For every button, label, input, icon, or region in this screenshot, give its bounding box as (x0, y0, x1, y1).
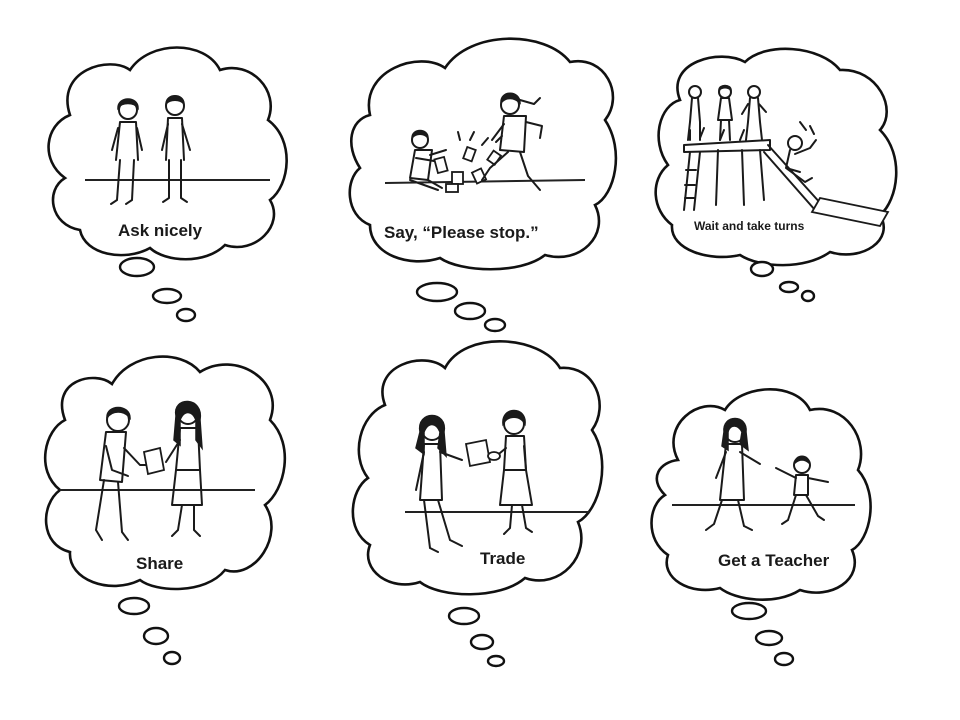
bubble-caption: Say, “Please stop.” (384, 223, 539, 242)
thought-tail-circle (151, 287, 183, 305)
thought-tail-circle (447, 606, 481, 626)
kneeling-child-figure (409, 129, 447, 191)
cloud-shape (650, 388, 872, 601)
child-figure (415, 414, 463, 553)
playground-structure (683, 127, 890, 228)
thought-bubble-get-teacher: Get a Teacher (650, 388, 872, 667)
thought-tail-circle (730, 601, 768, 621)
child-figure (95, 406, 149, 541)
thought-tail-circle (118, 256, 156, 278)
cloud-shape (47, 46, 288, 261)
thought-tail-circle (754, 629, 784, 647)
bubble-caption: Ask nicely (118, 221, 203, 240)
thought-tail-circle (486, 654, 506, 668)
thought-bubble-wait-turns: Wait and take turns (654, 47, 898, 303)
bubble-caption: Trade (480, 549, 525, 568)
cloud-shape (351, 340, 604, 596)
child-figure (110, 98, 143, 205)
thought-tail-circle (117, 596, 151, 616)
thought-bubble-share: Share (43, 355, 287, 666)
falling-blocks (433, 131, 503, 193)
toy (487, 451, 501, 461)
cloud-shape (348, 37, 618, 271)
teacher-figure (705, 417, 761, 531)
child-figure (165, 400, 203, 537)
child-figure (687, 85, 702, 141)
child-figure (717, 84, 733, 141)
kicking-child-figure (481, 92, 543, 191)
book (464, 438, 492, 468)
thought-tail-circle (175, 307, 197, 323)
thought-tail-circle (162, 650, 182, 666)
thought-tail-circle (778, 280, 800, 294)
book (142, 446, 166, 476)
thought-tail-circle (415, 281, 459, 303)
thought-tail-circle (469, 633, 495, 651)
thought-bubble-trade: Trade (351, 340, 604, 668)
child-figure (775, 455, 829, 525)
bubble-caption: Get a Teacher (718, 551, 830, 570)
cloud-shape (43, 355, 287, 591)
thought-bubble-please-stop: Say, “Please stop.” (348, 37, 618, 333)
thought-tail-circle (773, 651, 795, 667)
child-figure (493, 409, 533, 535)
thought-tail-circle (749, 260, 775, 278)
thought-tail-circle (453, 301, 487, 321)
thought-bubble-ask-nicely: Ask nicely (47, 46, 288, 323)
child-figure (161, 95, 191, 203)
thought-tail-circle (142, 626, 170, 646)
child-figure (741, 85, 767, 141)
sliding-child-figure (785, 121, 817, 183)
bubble-caption: Share (136, 554, 183, 573)
thought-tail-circle (800, 289, 816, 303)
thought-tail-circle (483, 317, 507, 333)
bubble-caption: Wait and take turns (694, 219, 805, 233)
